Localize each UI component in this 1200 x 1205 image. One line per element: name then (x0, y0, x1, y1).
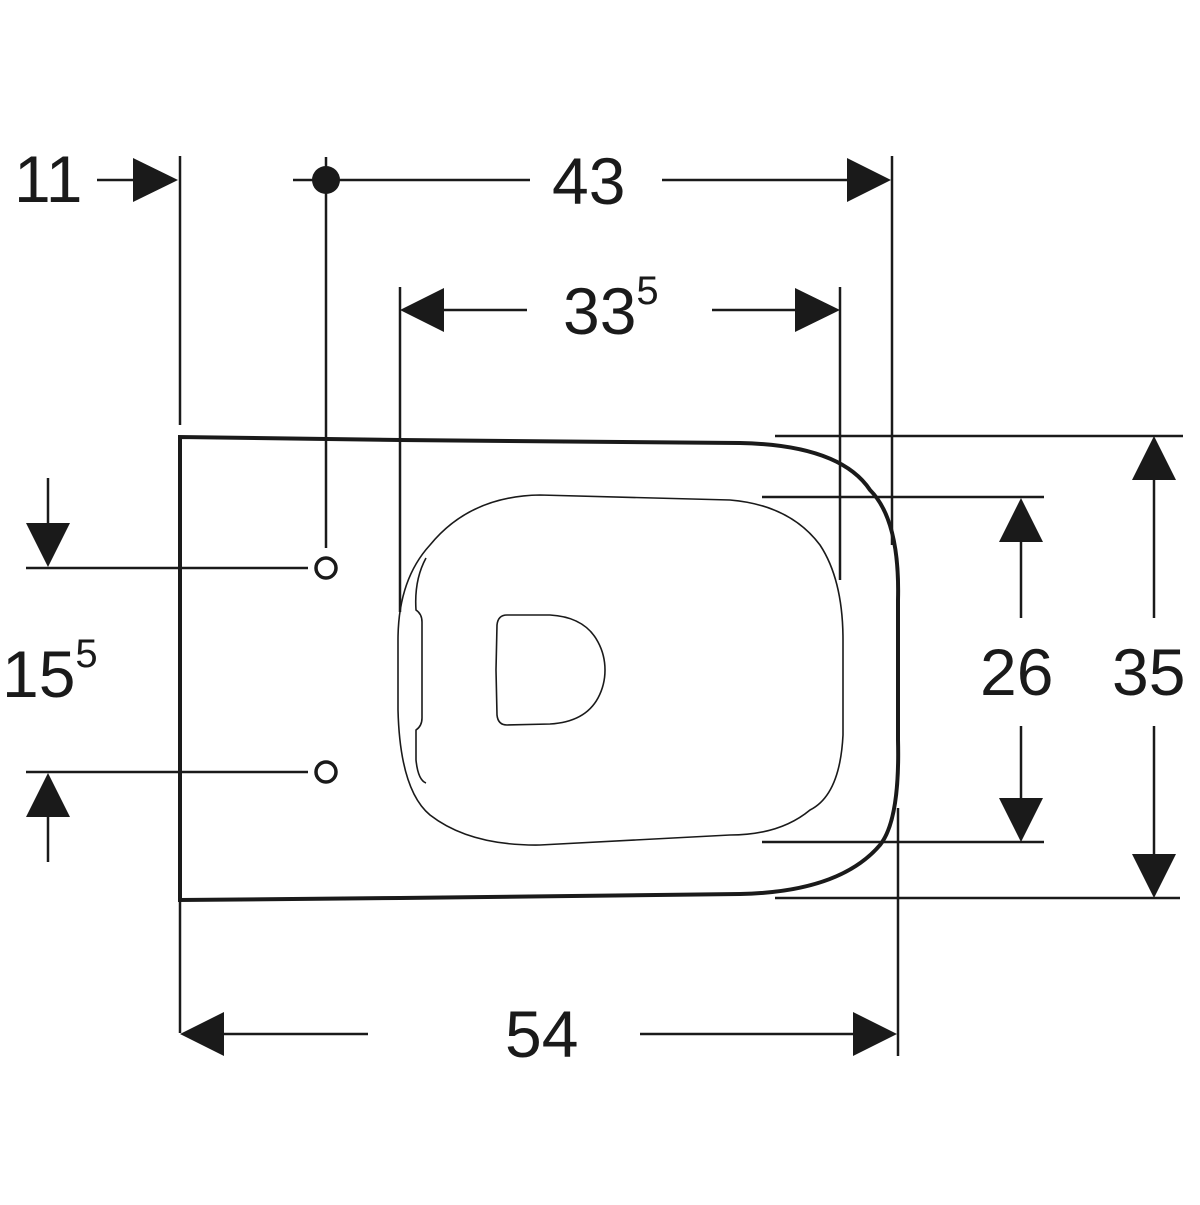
seat-hinge-detail (414, 557, 427, 784)
dim-label-overall-width: 35 (1112, 635, 1185, 709)
dim-label-fixing-to-front: 43 (552, 144, 625, 218)
dim-label-seat-length: 335 (563, 269, 659, 348)
dim-label-overall-length: 54 (505, 997, 578, 1071)
dim-label-seat-width: 26 (980, 635, 1053, 709)
dim-label-fixing-spacing: 155 (2, 632, 98, 711)
wc-body-outline (178, 434, 901, 903)
dim-label-wall-offset: 11 (14, 142, 83, 216)
wc-seat-outline (397, 494, 844, 846)
bowl-opening (495, 614, 606, 726)
